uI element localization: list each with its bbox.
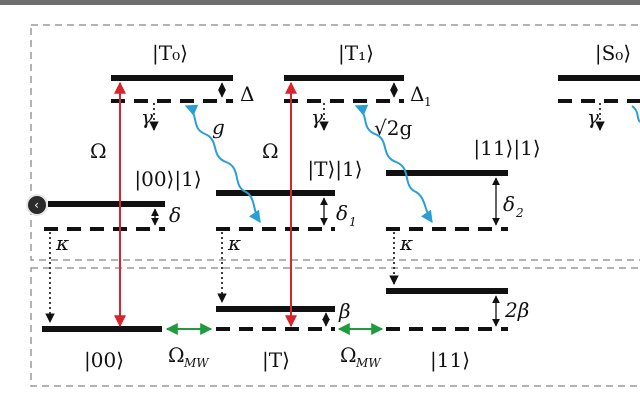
coupling-g (184, 104, 261, 223)
symbol-gamma-2: γ (311, 105, 323, 129)
symbol-sqrt2g: √2g (374, 116, 412, 140)
symbol-delta1: δ (336, 201, 348, 225)
symbol-kappa-2: κ (227, 231, 241, 255)
symbol-Omega-2: Ω (262, 139, 279, 163)
label-00-1: |00⟩|1⟩ (134, 167, 201, 192)
symbol-2beta: 2β (504, 298, 529, 322)
symbol-Delta: Δ (240, 82, 254, 106)
label-11-1: |11⟩|1⟩ (473, 136, 540, 161)
symbol-OmegaMW-1: Ω (168, 343, 185, 367)
coupling-sqrt2g (354, 104, 433, 223)
symbol-beta: β (338, 299, 351, 323)
label-00: |00⟩ (84, 348, 124, 373)
previous-image-button[interactable]: ‹ (26, 194, 48, 216)
symbol-OmegaMW-2-sub: MW (355, 356, 382, 370)
symbol-Delta1-sub: 1 (424, 95, 432, 109)
symbol-gamma-1: γ (141, 105, 153, 129)
label-S0: |S₀⟩ (595, 41, 631, 66)
frame (30, 24, 640, 387)
symbol-delta: δ (169, 203, 181, 227)
label-T1: |T₁⟩ (338, 41, 374, 66)
symbol-kappa-1: κ (55, 231, 69, 255)
symbol-OmegaMW-1-sub: MW (183, 356, 210, 370)
symbol-delta2: δ (503, 192, 515, 216)
lower-frame (30, 267, 640, 387)
label-T: |T⟩ (262, 348, 290, 373)
symbol-delta2-sub: 2 (515, 206, 524, 220)
upper-frame (30, 24, 640, 261)
chevron-left-icon: ‹ (34, 198, 39, 212)
viewer-top-bar (0, 0, 640, 5)
symbol-kappa-3: κ (399, 231, 413, 255)
label-T0: |T₀⟩ (152, 41, 188, 66)
symbol-Omega-1: Ω (90, 139, 107, 163)
symbol-Delta1: Δ (410, 82, 424, 106)
symbol-g: g (212, 115, 225, 139)
symbol-OmegaMW-2: Ω (340, 343, 357, 367)
symbol-gamma-3: γ (587, 105, 599, 129)
symbol-delta1-sub: 1 (349, 215, 357, 229)
label-T-1: |T⟩|1⟩ (307, 157, 362, 182)
label-11: |11⟩ (430, 348, 470, 373)
coupling-S0-partial (631, 105, 640, 123)
